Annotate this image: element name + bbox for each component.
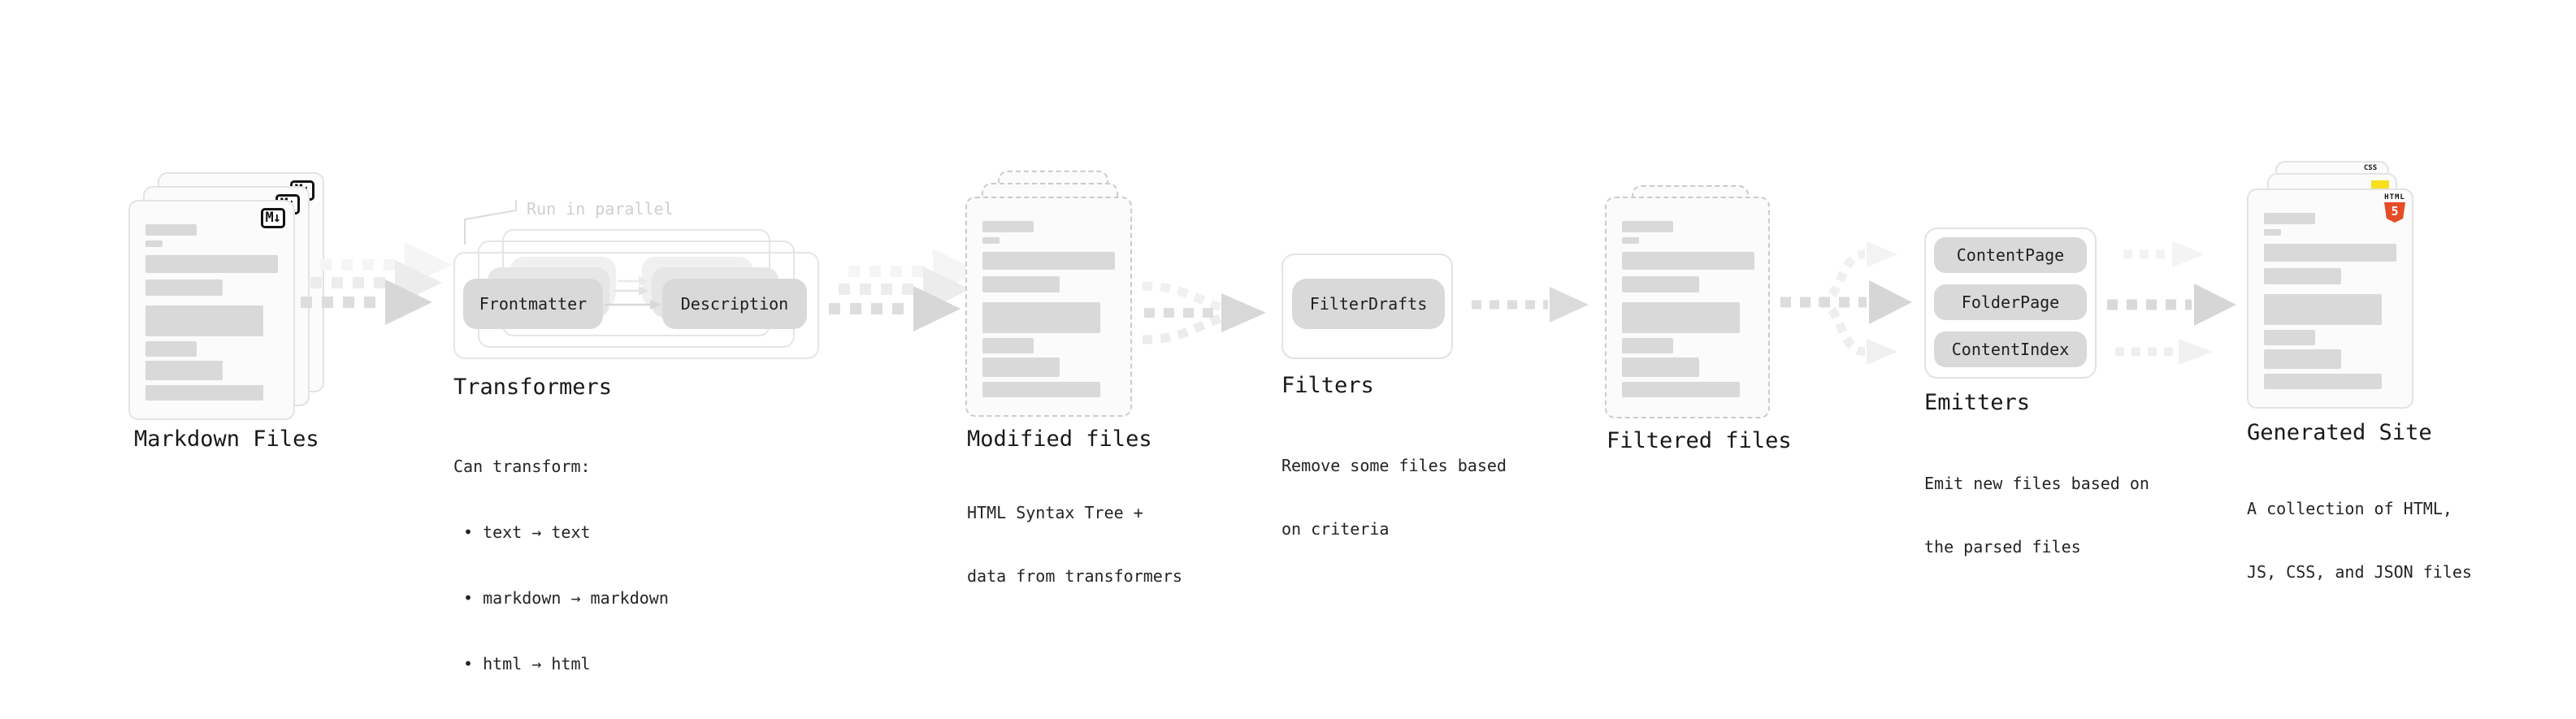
modified-file-card-front <box>965 197 1132 417</box>
stage-title-filters: Filters <box>1281 373 1374 398</box>
html5-icon: HTML 5 <box>2384 194 2405 223</box>
caption-line: Can transform: <box>453 457 591 476</box>
caption-line: Emit new files based on <box>1924 474 2149 493</box>
caption-line: Remove some files based <box>1281 456 1507 475</box>
filters-caption: Remove some files based on criteria <box>1281 413 1507 582</box>
converge-branch-bottom <box>1142 312 1227 344</box>
file-content-line <box>145 279 223 296</box>
transformers-caption: Can transform: • text → text • markdown … <box>453 412 669 719</box>
filtered-file-card-front <box>1605 197 1770 418</box>
file-content-line <box>2264 213 2315 224</box>
stage-title-filtered-files: Filtered files <box>1607 428 1792 453</box>
caption-line: HTML Syntax Tree + <box>967 503 1143 522</box>
markdown-icon: M↓ <box>260 208 285 228</box>
fanout-branch-top <box>1817 249 1866 307</box>
file-content-line <box>2264 244 2396 262</box>
file-content-line <box>1622 338 1673 353</box>
file-content-line <box>145 361 223 380</box>
parallel-arrow-bottom <box>2115 339 2213 365</box>
fanout-branch-bottom <box>1817 297 1866 357</box>
emitter-pill-folderpage: FolderPage <box>1934 284 2087 320</box>
file-content-line <box>145 305 263 336</box>
parallel-arrow-middle <box>2107 284 2236 326</box>
arrow-filters-to-filtered <box>1472 287 1589 323</box>
file-content-line <box>2264 374 2382 389</box>
file-content-line <box>1622 357 1699 377</box>
caption-line: on criteria <box>1281 519 1390 539</box>
arrow-modified-to-filters <box>1142 281 1266 344</box>
caption-bullet: • markdown → markdown <box>463 588 669 608</box>
file-content-placeholder <box>982 221 1117 397</box>
generated-site-caption: A collection of HTML, JS, CSS, and JSON … <box>2247 456 2472 625</box>
arrow-emitters-to-generated <box>2107 241 2236 365</box>
file-content-line <box>145 224 197 236</box>
emitter-pill-contentpage: ContentPage <box>1934 237 2087 273</box>
diagram-canvas: M↓ M↓ M↓ Markdown Files <box>128 161 2472 674</box>
arrow-transformers-to-modified <box>829 249 980 331</box>
emitters-caption: Emit new files based on the parsed files <box>1924 431 2149 600</box>
file-content-line <box>1622 221 1673 232</box>
parallel-arrows-icon <box>605 276 661 310</box>
frontmatter-pill: Frontmatter <box>463 279 603 329</box>
description-pill: Description <box>662 279 807 329</box>
file-content-line <box>982 276 1060 292</box>
file-content-line <box>1622 252 1754 270</box>
file-content-placeholder <box>2264 213 2398 389</box>
file-content-line <box>1622 302 1740 333</box>
html5-icon-word: HTML <box>2384 193 2405 201</box>
caption-line: data from transformers <box>967 566 1182 586</box>
file-content-placeholder <box>1622 221 1754 397</box>
file-content-line <box>982 338 1034 353</box>
file-content-line <box>2264 330 2315 345</box>
stage-title-markdown-files: Markdown Files <box>134 427 319 452</box>
stage-title-modified-files: Modified files <box>967 427 1152 452</box>
caption-line: JS, CSS, and JSON files <box>2247 562 2472 582</box>
file-content-line <box>145 385 263 401</box>
file-content-line <box>2264 294 2382 325</box>
file-content-line <box>982 302 1100 333</box>
arrow-layer-front <box>301 279 432 325</box>
parallel-arrow-top <box>2123 241 2205 267</box>
modified-files-caption: HTML Syntax Tree + data from transformer… <box>967 460 1182 629</box>
arrow-filtered-to-emitters <box>1780 241 1912 365</box>
arrow-layer-front <box>829 286 961 331</box>
transformer-group-box-front <box>453 252 819 359</box>
generated-file-card-front: HTML 5 <box>2247 188 2413 409</box>
file-content-line <box>145 341 197 357</box>
file-content-line <box>2264 349 2341 369</box>
arrow-markdown-to-transformers <box>301 242 452 325</box>
file-content-line <box>1622 237 1639 244</box>
file-content-placeholder <box>145 224 280 401</box>
file-content-line <box>982 221 1034 232</box>
file-content-line <box>145 255 278 273</box>
file-content-line <box>982 382 1100 397</box>
file-content-line <box>1622 276 1699 292</box>
caption-line: A collection of HTML, <box>2247 499 2452 518</box>
file-content-line <box>145 240 163 247</box>
emitter-pill-contentindex: ContentIndex <box>1934 331 2087 367</box>
stage-title-transformers: Transformers <box>453 375 613 400</box>
stage-title-emitters: Emitters <box>1924 390 2031 415</box>
css-icon-label: CSS <box>2363 164 2378 172</box>
file-content-line <box>2264 268 2341 284</box>
annotation-callout-line <box>464 200 517 245</box>
stage-title-generated-site: Generated Site <box>2247 420 2432 445</box>
pipeline-diagram-page: { "colors": { "html5-orange": "#e44d26",… <box>128 161 2472 674</box>
js-icon <box>2371 180 2389 191</box>
caption-bullet: • text → text <box>463 522 591 542</box>
file-content-line <box>982 252 1115 270</box>
filterdrafts-pill: FilterDrafts <box>1292 279 1445 329</box>
run-in-parallel-annotation: Run in parallel <box>527 199 674 219</box>
caption-bullet: • html → html <box>463 654 591 674</box>
file-content-line <box>2264 229 2281 236</box>
markdown-file-card-front: M↓ <box>128 200 295 420</box>
file-content-line <box>1622 382 1740 397</box>
file-content-line <box>982 357 1060 377</box>
converge-branch-top <box>1142 281 1227 314</box>
file-content-line <box>982 237 1000 244</box>
caption-line: the parsed files <box>1924 537 2081 557</box>
